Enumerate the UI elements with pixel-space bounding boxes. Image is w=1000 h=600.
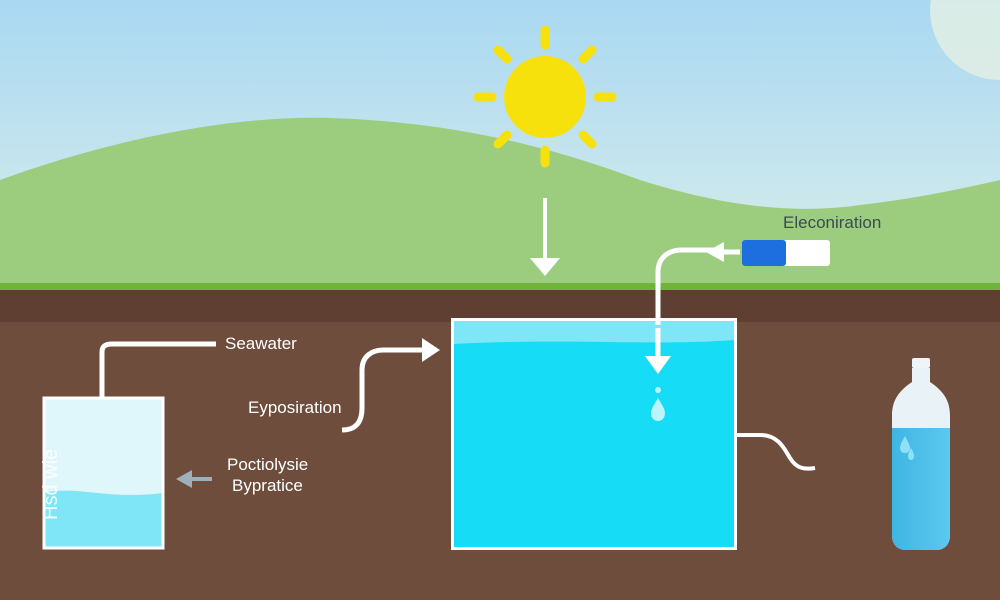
outlet-pipe <box>737 433 816 471</box>
photolysis-label-line2: Bypratice <box>232 476 303 495</box>
byproduct-arrow <box>176 470 212 488</box>
electrolysis-device-icon <box>742 240 830 266</box>
main-water-tank <box>451 318 737 550</box>
sunlight-arrow <box>530 198 560 276</box>
seawater-label: Seawater <box>225 334 297 353</box>
saltwater-tank <box>42 396 165 550</box>
evaporation-label: Eyposiration <box>248 398 342 417</box>
grass-strip <box>0 283 1000 291</box>
water-bottle-icon <box>892 358 950 550</box>
seawater-pipe <box>99 341 216 398</box>
electrolysis-label: Eleconiration <box>783 213 882 232</box>
sun-icon <box>473 25 617 168</box>
water-drop-icon <box>651 387 665 421</box>
evaporation-arrow <box>341 338 440 433</box>
electrolysis-arrow <box>706 242 740 262</box>
left-tank-text: Hsd wie <box>40 448 62 520</box>
soil-top-band <box>0 290 1000 322</box>
moon-corner <box>930 0 1000 80</box>
electrolysis-pipe <box>655 247 716 325</box>
drop-arrow <box>645 328 671 374</box>
photolysis-label-line1: Poctiolysie <box>227 455 309 474</box>
